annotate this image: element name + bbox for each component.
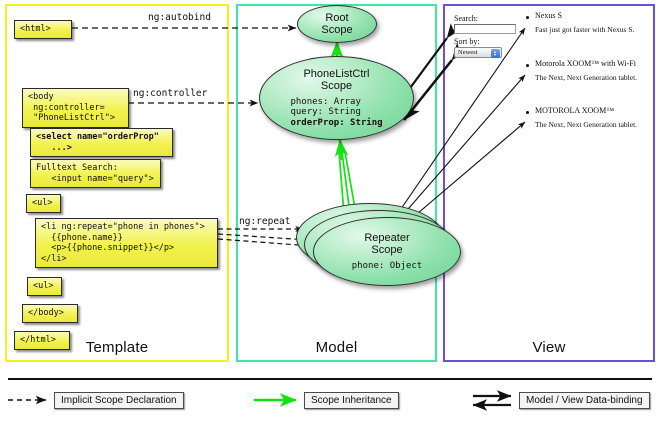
search-input[interactable]	[454, 24, 516, 34]
legend: Implicit Scope Declaration Scope Inherit…	[0, 376, 660, 421]
phone-name: Nexus S	[535, 11, 562, 20]
scope-phonelistctrl-props: phones: Array query: String orderProp: S…	[290, 97, 382, 129]
code-box-html-close: </html>	[14, 331, 70, 350]
list-item: Nexus S Fast just got faster with Nexus …	[535, 11, 653, 34]
legend-item-implicit-scope-declaration: Implicit Scope Declaration	[54, 392, 184, 409]
code-box-body-controller: <body ng:controller= "PhoneListCtrl">	[22, 88, 129, 128]
scope-repeater: Repeater Scope phone: Object	[313, 217, 461, 286]
scope-phonelistctrl: PhoneListCtrl Scope phones: Array query:…	[259, 56, 414, 140]
scope-repeater-title: Repeater Scope	[364, 231, 410, 257]
scope-prop: phone: Object	[351, 260, 423, 271]
chevron-updown-icon	[491, 49, 500, 58]
scope-prop: orderProp: String	[290, 117, 383, 128]
legend-divider	[8, 378, 652, 380]
panel-template-label: Template	[85, 339, 149, 356]
phone-name: MOTOROLA XOOM™	[535, 106, 615, 115]
code-box-ul-open: <ul>	[26, 194, 61, 213]
code-box-select-orderprop: <select name="orderProp" ...>	[30, 128, 173, 157]
edge-label-controller: ng:controller	[133, 88, 208, 99]
legend-item-model-view-data-binding: Model / View Data-binding	[519, 392, 650, 409]
list-bullet	[526, 111, 529, 114]
scope-repeater-props: phone: Object	[352, 261, 422, 272]
sort-label: Sort by:	[454, 37, 480, 46]
phone-snippet: The Next, Next Generation tablet.	[535, 73, 638, 82]
sort-select-value: Newest	[458, 49, 478, 56]
sort-select[interactable]: Newest	[454, 47, 502, 58]
list-item: MOTOROLA XOOM™ The Next, Next Generation…	[535, 106, 657, 129]
legend-arrows	[8, 390, 512, 411]
scope-prop: query: String	[290, 107, 361, 118]
scope-prop: phones: Array	[290, 96, 361, 107]
edge-label-autobind: ng:autobind	[148, 12, 211, 23]
list-bullet	[526, 64, 529, 67]
code-box-fulltext-search: Fulltext Search: <input name="query">	[30, 159, 161, 188]
panel-view-label: View	[532, 339, 566, 356]
phone-snippet: The Next, Next Generation tablet.	[535, 120, 638, 129]
legend-item-scope-inheritance: Scope Inheritance	[304, 392, 399, 409]
search-label: Search:	[454, 14, 478, 23]
code-box-html-open: <html>	[14, 20, 72, 39]
code-box-li-ngrepeat: <li ng:repeat="phone in phones"> {{phone…	[35, 218, 218, 268]
panel-model-label: Model	[315, 339, 358, 356]
scope-root-title: Root Scope	[321, 11, 353, 37]
code-box-body-close: </body>	[22, 304, 78, 323]
phone-name: Motorola XOOM™ with Wi-Fi	[535, 59, 636, 68]
code-box-ul-close: <ul>	[27, 277, 62, 296]
list-item: Motorola XOOM™ with Wi-Fi The Next, Next…	[535, 59, 657, 82]
list-bullet	[526, 16, 529, 19]
phone-snippet: Fast just got faster with Nexus S.	[535, 25, 635, 34]
edge-label-repeat: ng:repeat	[239, 216, 291, 227]
scope-root: Root Scope	[297, 5, 377, 43]
scope-phonelistctrl-title: PhoneListCtrl Scope	[303, 67, 370, 93]
